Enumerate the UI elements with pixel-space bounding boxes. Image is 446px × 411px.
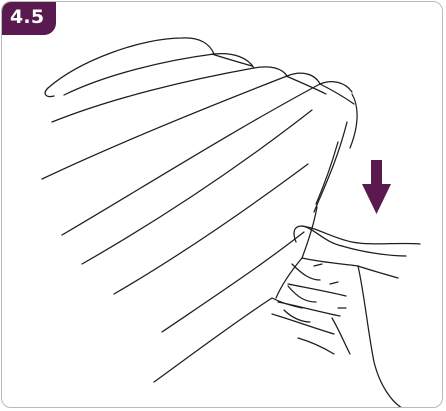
down-arrow-icon [362,160,391,214]
step-number: 4.5 [10,6,44,28]
hand [272,207,420,408]
step-number-badge: 4.5 [2,2,56,35]
fabric-folds [42,38,357,382]
hand-pulling-fabric-illustration [2,2,443,408]
